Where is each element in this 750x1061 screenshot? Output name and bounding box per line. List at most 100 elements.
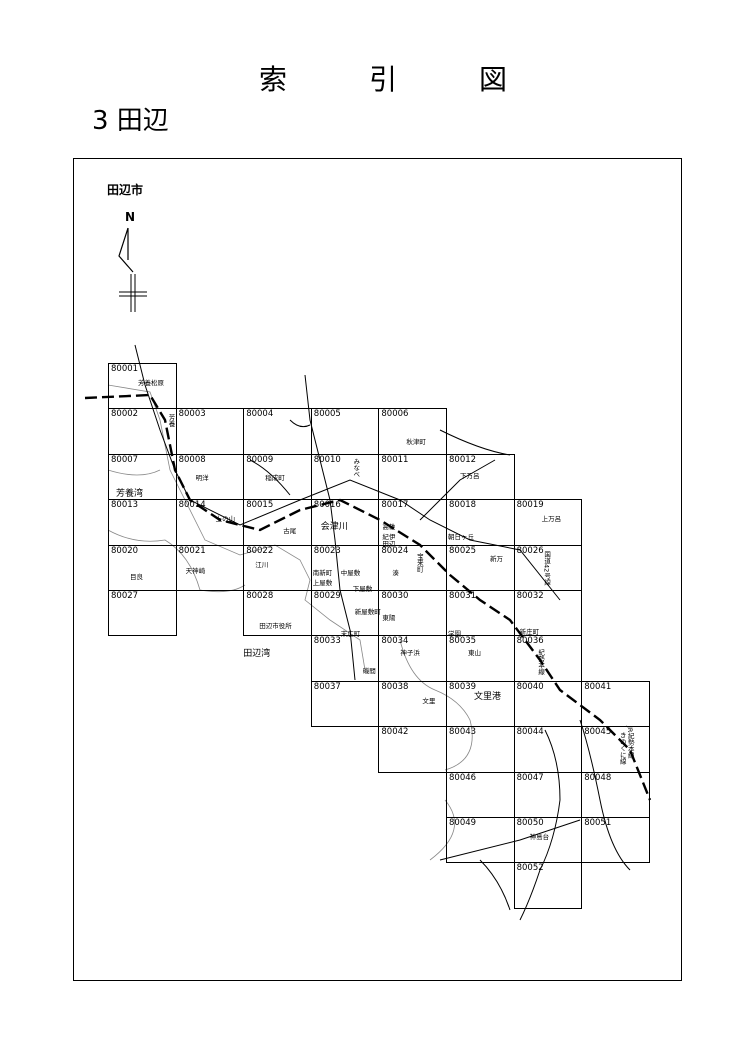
place-label: 江川 xyxy=(255,560,269,569)
place-label: 上万呂 xyxy=(541,515,562,524)
map-sheet-80012[interactable]: 80012 xyxy=(446,453,515,501)
place-label: みなべ xyxy=(351,457,360,478)
map-sheet-80043[interactable]: 80043 xyxy=(446,726,515,773)
map-frame xyxy=(73,158,682,981)
map-sheet-80006[interactable]: 80006 xyxy=(378,408,447,455)
place-label: 新屋敷町 xyxy=(354,608,381,616)
sheet-number: 80014 xyxy=(178,500,206,511)
sheet-number: 80031 xyxy=(449,591,477,601)
map-sheet-80045[interactable]: 80045 xyxy=(581,726,650,773)
map-sheet-80052[interactable]: 80052 xyxy=(513,862,583,909)
sheet-number: 80011 xyxy=(381,454,409,465)
sheet-number: 80036 xyxy=(516,636,544,647)
title-char-1: 索 xyxy=(259,63,288,96)
sheet-number: 80024 xyxy=(381,545,409,556)
sheet-number: 80033 xyxy=(313,636,341,647)
map-sheet-80020[interactable]: 80020 xyxy=(108,544,177,591)
map-sheet-80041[interactable]: 80041 xyxy=(581,680,650,728)
place-label: 秋津町 xyxy=(406,438,426,447)
sheet-number: 80023 xyxy=(313,545,341,556)
sheet-number: 80027 xyxy=(111,591,139,601)
railway-line xyxy=(84,393,652,801)
sheet-number: 80007 xyxy=(111,454,139,465)
sheet-number: 80029 xyxy=(313,591,341,601)
sheet-number: 80044 xyxy=(516,727,544,738)
map-sheet-80044[interactable]: 80044 xyxy=(513,726,583,773)
sheet-number: 80038 xyxy=(381,681,409,692)
map-sheet-80051[interactable]: 80051 xyxy=(581,817,650,864)
map-sheet-80036[interactable]: 80036 xyxy=(513,635,583,682)
sheet-number: 80001 xyxy=(111,364,139,374)
map-sheet-80010[interactable]: 80010 xyxy=(310,453,380,501)
sheet-number: 80003 xyxy=(178,409,206,420)
sheet-number: 80041 xyxy=(584,681,612,692)
north-arrow-icon xyxy=(118,227,147,312)
map-sheet-80011[interactable]: 80011 xyxy=(378,453,447,501)
map-sheet-80027[interactable]: 80027 xyxy=(108,590,177,637)
map-sheet-80042[interactable]: 80042 xyxy=(378,726,447,773)
sheet-number: 80009 xyxy=(246,454,274,465)
map-sheet-80005[interactable]: 80005 xyxy=(310,408,380,455)
sheet-number: 80012 xyxy=(449,454,477,465)
sheet-number: 80015 xyxy=(246,500,274,511)
map-sheet-80039[interactable]: 80039 xyxy=(446,680,515,728)
map-sheet-80048[interactable]: 80048 xyxy=(581,771,650,818)
sheet-number: 80050 xyxy=(516,818,544,828)
map-sheet-80037[interactable]: 80037 xyxy=(310,680,380,728)
place-label: 末広町 xyxy=(340,630,361,638)
sheet-number: 80002 xyxy=(111,409,139,420)
place-label: 芳養松原 xyxy=(138,379,164,387)
place-label: 湊 xyxy=(392,568,399,577)
sheet-number: 80010 xyxy=(313,454,341,465)
sheet-number: 80037 xyxy=(313,681,341,692)
map-sheet-80003[interactable]: 80003 xyxy=(175,408,245,455)
place-label: 古尾 xyxy=(283,527,297,536)
map-sheet-80040[interactable]: 80040 xyxy=(513,680,583,728)
sheet-number: 80035 xyxy=(449,636,477,647)
place-label: 朝日ヶ丘 xyxy=(448,533,474,542)
sheet-number: 80020 xyxy=(111,545,139,556)
place-label: 中屋敷 xyxy=(340,568,361,577)
place-label: 神子浜 xyxy=(400,649,420,658)
place-label: 東陽 xyxy=(382,614,396,622)
sheet-number: 80005 xyxy=(313,409,341,420)
place-label: 田辺 xyxy=(382,540,396,549)
map-sheet-80024[interactable]: 80024 xyxy=(378,544,447,591)
map-sheet-80038[interactable]: 80038 xyxy=(378,680,447,728)
map-sheet-80015[interactable]: 80015 xyxy=(243,499,312,546)
map-sheet-80035[interactable]: 80035 xyxy=(446,635,515,682)
map-sheet-80008[interactable]: 80008 xyxy=(175,453,245,501)
sheet-number: 80022 xyxy=(246,545,274,556)
sheet-number: 80046 xyxy=(449,772,477,783)
map-sheet-80004[interactable]: 80004 xyxy=(243,408,312,455)
place-label: 目良 xyxy=(130,572,143,581)
title-char-3: 図 xyxy=(479,63,508,96)
sheet-number: 80018 xyxy=(449,500,477,511)
place-label: 田辺湾 xyxy=(243,649,271,659)
place-label: 磯間 xyxy=(362,667,376,676)
place-label: 上屋敷 xyxy=(312,578,333,587)
sheet-number: 80052 xyxy=(516,863,544,874)
map-sheet-80013[interactable]: 80013 xyxy=(108,499,177,546)
sheet-number: 80040 xyxy=(516,681,544,692)
place-label: 国道42号線 xyxy=(542,550,551,585)
place-label: 会津川 xyxy=(320,522,348,533)
map-sheet-80049[interactable]: 80049 xyxy=(446,817,515,864)
map-sheet-80022[interactable]: 80022 xyxy=(243,544,312,591)
place-label: 新万 xyxy=(490,554,503,563)
place-label: 南新町 xyxy=(312,568,333,577)
map-sheet-80046[interactable]: 80046 xyxy=(446,771,515,818)
map-sheet-80025[interactable]: 80025 xyxy=(446,544,515,591)
place-label: 神島台 xyxy=(529,833,550,841)
title-char-2: 引 xyxy=(369,63,398,96)
map-sheet-80034[interactable]: 80034 xyxy=(378,635,447,682)
place-label: 宝来町 xyxy=(415,552,424,573)
place-label: 学園 xyxy=(448,630,461,638)
place-label: 紀伊 xyxy=(382,533,396,542)
place-label: 新庄町 xyxy=(519,628,540,636)
place-label: 高雄 xyxy=(382,523,396,532)
place-label: 明洋 xyxy=(195,473,209,482)
place-label: 下万呂 xyxy=(460,471,480,480)
map-sheet-80047[interactable]: 80047 xyxy=(513,771,583,818)
sheet-number: 80042 xyxy=(381,727,409,738)
